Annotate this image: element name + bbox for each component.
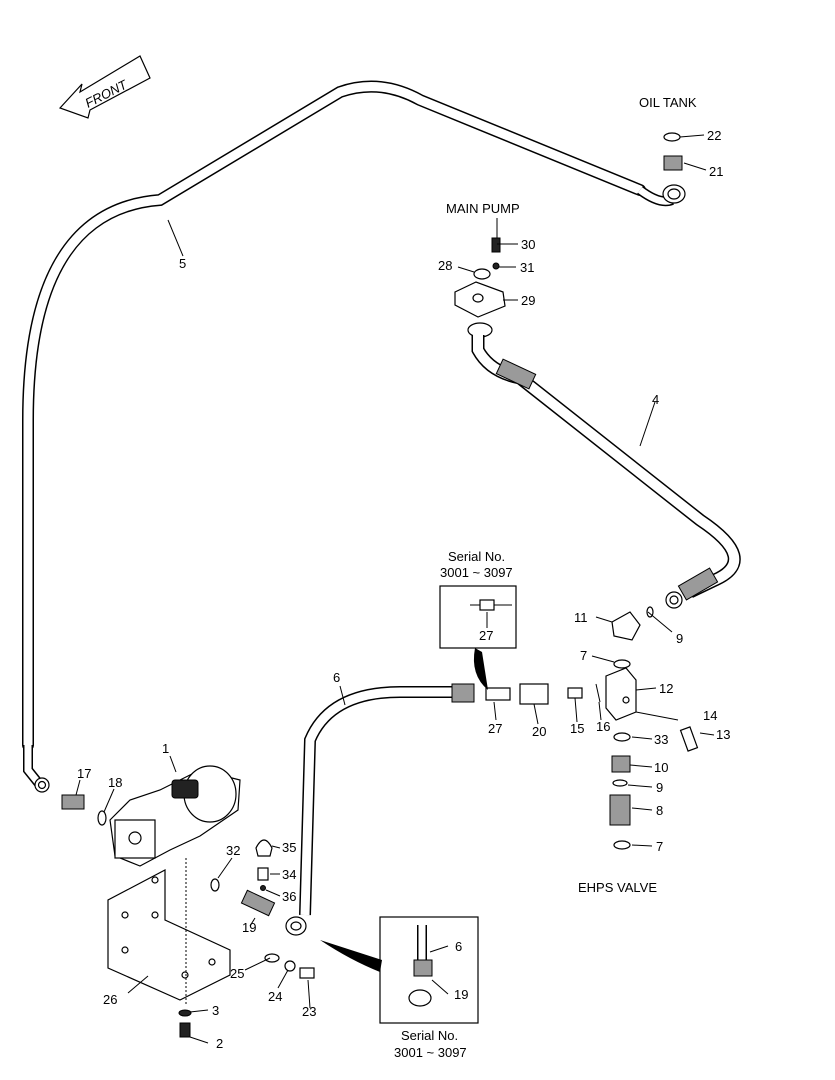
bracket xyxy=(107,858,231,1005)
callout-6b: 6 xyxy=(455,939,462,954)
callout-25: 25 xyxy=(230,966,244,981)
callout-23: 23 xyxy=(302,1004,316,1019)
callout-10: 10 xyxy=(654,760,668,775)
inline-fittings xyxy=(485,683,601,705)
label-serial-top-2: 3001 ~ 3097 xyxy=(440,565,513,580)
main-pump-fittings xyxy=(454,218,506,338)
callout-9b: 9 xyxy=(656,780,663,795)
callout-24: 24 xyxy=(268,989,282,1004)
callout-28: 28 xyxy=(438,258,452,273)
pump-motor xyxy=(61,765,241,867)
callout-26: 26 xyxy=(103,992,117,1007)
label-main-pump: MAIN PUMP xyxy=(446,201,520,216)
callout-6: 6 xyxy=(333,670,340,685)
callout-15: 15 xyxy=(570,721,584,736)
callout-7a: 7 xyxy=(580,648,587,663)
hose-4 xyxy=(471,335,741,609)
callout-14: 14 xyxy=(703,708,717,723)
ehps-valve-assembly xyxy=(605,606,699,850)
callout-21: 21 xyxy=(709,164,723,179)
callout-30: 30 xyxy=(521,237,535,252)
label-serial-top-1: Serial No. xyxy=(448,549,505,564)
callout-12: 12 xyxy=(659,681,673,696)
callout-27b: 27 xyxy=(479,628,493,643)
serial-box-bottom xyxy=(320,916,479,1024)
callout-1: 1 xyxy=(162,741,169,756)
callout-16: 16 xyxy=(596,719,610,734)
callout-27: 27 xyxy=(488,721,502,736)
callout-11: 11 xyxy=(574,610,588,625)
callout-22: 22 xyxy=(707,128,721,143)
serial-box-top xyxy=(439,585,517,690)
leader-lines xyxy=(75,134,715,1044)
callout-32: 32 xyxy=(226,843,240,858)
callout-20: 20 xyxy=(532,724,546,739)
callout-33: 33 xyxy=(654,732,668,747)
callout-31: 31 xyxy=(520,260,534,275)
callout-34: 34 xyxy=(282,867,296,882)
callout-13: 13 xyxy=(716,727,730,742)
callout-36: 36 xyxy=(282,889,296,904)
label-serial-bottom-1: Serial No. xyxy=(401,1028,458,1043)
oil-tank-fittings xyxy=(637,132,686,207)
callout-labels: OIL TANK MAIN PUMP EHPS VALVE Serial No.… xyxy=(77,95,730,1060)
callout-18: 18 xyxy=(108,775,122,790)
callout-17: 17 xyxy=(77,766,91,781)
callout-9a: 9 xyxy=(676,631,683,646)
hose-6 xyxy=(285,683,475,936)
callout-4: 4 xyxy=(652,392,659,407)
callout-29: 29 xyxy=(521,293,535,308)
callout-2: 2 xyxy=(216,1036,223,1051)
front-arrow-icon: FRONT xyxy=(58,55,151,119)
callout-3: 3 xyxy=(212,1003,219,1018)
small-hardware xyxy=(178,839,315,1038)
label-ehps-valve: EHPS VALVE xyxy=(578,880,657,895)
callout-5: 5 xyxy=(179,256,186,271)
callout-7b: 7 xyxy=(656,839,663,854)
callout-19b: 19 xyxy=(454,987,468,1002)
label-oil-tank: OIL TANK xyxy=(639,95,697,110)
label-serial-bottom-2: 3001 ~ 3097 xyxy=(394,1045,467,1060)
callout-8: 8 xyxy=(656,803,663,818)
callout-35: 35 xyxy=(282,840,296,855)
hose-5 xyxy=(22,80,646,793)
callout-19: 19 xyxy=(242,920,256,935)
